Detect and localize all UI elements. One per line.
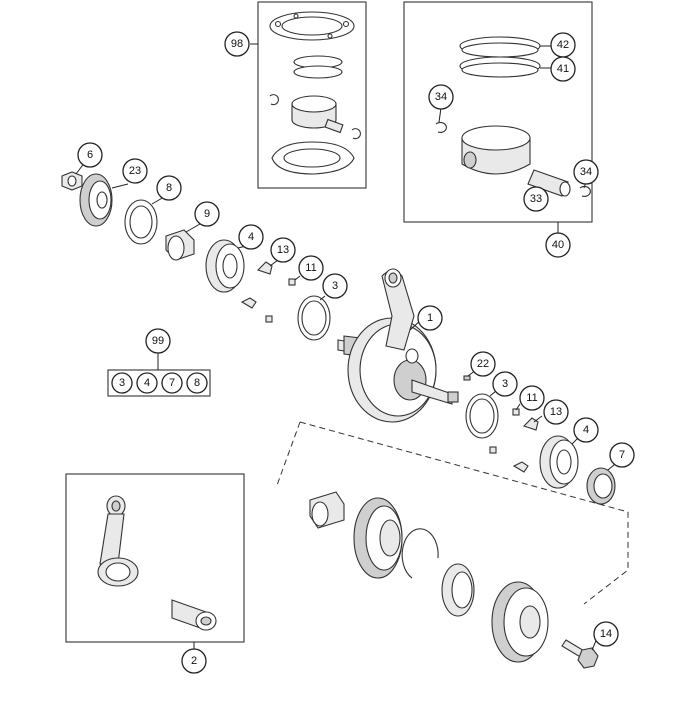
callout-34-top[interactable]: 34 [428, 84, 454, 110]
needle-bearing [309, 491, 345, 529]
nut [61, 171, 83, 191]
callout-14[interactable]: 14 [593, 621, 619, 647]
crank-pin [171, 599, 217, 631]
bearing-4-right [539, 435, 579, 489]
svg-text:99: 99 [152, 335, 164, 347]
circlip-right [579, 185, 591, 197]
callout-3-right[interactable]: 3 [492, 371, 518, 397]
callout-34-right[interactable]: 34 [573, 159, 599, 185]
callout-41[interactable]: 41 [550, 56, 576, 82]
callout-8[interactable]: 8 [156, 175, 182, 201]
svg-text:6: 6 [87, 149, 93, 161]
key-22 [463, 375, 471, 381]
kit-99-item-7[interactable]: 7 [161, 372, 183, 394]
callout-40[interactable]: 40 [545, 232, 571, 258]
svg-text:22: 22 [477, 358, 489, 370]
piston-rings-small [293, 55, 343, 79]
kit-98-frame [257, 1, 367, 189]
callout-1[interactable]: 1 [417, 305, 443, 331]
svg-text:98: 98 [231, 38, 243, 50]
gasket-bottom [271, 141, 355, 175]
callout-3-left[interactable]: 3 [322, 273, 348, 299]
kit-99-item-3[interactable]: 3 [111, 372, 133, 394]
pin-11-right [489, 408, 520, 454]
svg-text:2: 2 [191, 655, 197, 667]
snap-ring [401, 528, 439, 579]
kit-40-frame [403, 1, 593, 223]
svg-text:4: 4 [583, 424, 589, 436]
starter-gear [353, 497, 403, 579]
svg-text:7: 7 [619, 449, 625, 461]
pin-11-left [265, 278, 296, 323]
kit-99-frame [107, 369, 211, 397]
svg-text:23: 23 [129, 165, 141, 177]
gasket-top [269, 11, 355, 41]
svg-text:4: 4 [248, 231, 254, 243]
callout-7[interactable]: 7 [609, 442, 635, 468]
svg-text:3: 3 [332, 280, 338, 292]
svg-text:34: 34 [435, 91, 447, 103]
gear [79, 173, 113, 227]
svg-text:9: 9 [204, 208, 210, 220]
callout-4-right[interactable]: 4 [573, 417, 599, 443]
callout-9[interactable]: 9 [194, 201, 220, 227]
spacer-8 [124, 199, 158, 245]
washer-13-right [512, 417, 539, 473]
callout-4-left[interactable]: 4 [238, 224, 264, 250]
shim-3-right [465, 393, 499, 439]
svg-text:8: 8 [166, 182, 172, 194]
svg-text:40: 40 [552, 239, 564, 251]
callout-13-right[interactable]: 13 [543, 399, 569, 425]
callout-33[interactable]: 33 [523, 186, 549, 212]
callout-42[interactable]: 42 [550, 32, 576, 58]
kit-2-frame [65, 473, 245, 643]
shim-3-left [297, 295, 331, 341]
piston-small [269, 94, 361, 140]
svg-text:34: 34 [580, 166, 592, 178]
callout-11-right[interactable]: 11 [519, 385, 545, 411]
callout-6[interactable]: 6 [77, 142, 103, 168]
freewheel [441, 563, 475, 617]
seal-7 [586, 467, 616, 505]
piston-rings [459, 36, 541, 78]
connecting-rod [97, 495, 139, 587]
piston-pin [527, 169, 571, 197]
svg-text:8: 8 [194, 377, 200, 389]
svg-text:11: 11 [305, 262, 316, 274]
svg-text:41: 41 [557, 63, 569, 75]
bearing-4-left [205, 239, 245, 293]
kit-99-item-8[interactable]: 8 [186, 372, 208, 394]
callout-22[interactable]: 22 [470, 351, 496, 377]
svg-text:3: 3 [119, 377, 125, 389]
svg-text:11: 11 [526, 392, 537, 404]
callout-11-left[interactable]: 11 [298, 255, 324, 281]
svg-text:33: 33 [530, 193, 542, 205]
crankshaft [337, 268, 459, 423]
svg-text:14: 14 [600, 628, 612, 640]
callout-13-left[interactable]: 13 [270, 237, 296, 263]
callout-23[interactable]: 23 [122, 158, 148, 184]
svg-text:4: 4 [144, 377, 150, 389]
callout-2[interactable]: 2 [181, 648, 207, 674]
callout-99[interactable]: 99 [145, 328, 171, 354]
bushing-9 [165, 229, 195, 261]
freewheel-housing [491, 581, 549, 663]
dashed-group-outline [275, 421, 629, 605]
svg-text:1: 1 [427, 312, 433, 324]
kit-99-item-4[interactable]: 4 [136, 372, 158, 394]
circlip-left [435, 121, 447, 133]
svg-text:13: 13 [277, 244, 289, 256]
svg-text:7: 7 [169, 377, 175, 389]
svg-text:3: 3 [502, 378, 508, 390]
svg-text:13: 13 [550, 406, 562, 418]
piston [461, 125, 531, 175]
svg-text:42: 42 [557, 39, 569, 51]
washer-13-left [240, 261, 273, 309]
callout-98[interactable]: 98 [224, 31, 250, 57]
bolt-14 [561, 639, 599, 669]
